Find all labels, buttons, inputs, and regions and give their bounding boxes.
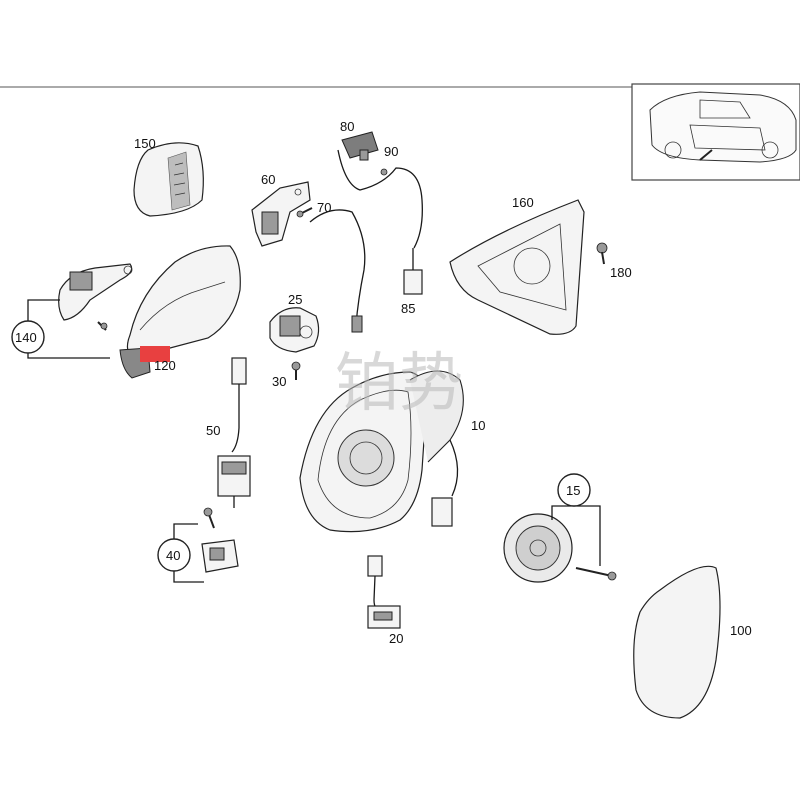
part-85-connector [403, 248, 423, 295]
part-40-switch [201, 507, 239, 573]
label-10: 10 [471, 418, 485, 433]
part-140-turn-signal [58, 263, 133, 321]
car-location-inset [631, 83, 800, 181]
part-50-harness [217, 357, 251, 508]
part-15-adjuster [503, 513, 617, 583]
callout-circle-15 [557, 473, 591, 507]
bolt-140 [97, 321, 108, 331]
part-70-screw [296, 207, 313, 218]
label-30: 30 [272, 374, 286, 389]
part-150-mirror-glass [133, 142, 204, 217]
label-50: 50 [206, 423, 220, 438]
part-60-bracket [251, 181, 311, 247]
highlight-120 [140, 346, 170, 362]
label-160: 160 [512, 195, 534, 210]
label-140: 140 [15, 330, 37, 345]
label-85: 85 [401, 301, 415, 316]
label-15: 15 [566, 483, 580, 498]
part-20-connector [367, 555, 401, 629]
part-25-motor [269, 307, 320, 353]
part-10-mirror-housing [299, 370, 464, 533]
label-60: 60 [261, 172, 275, 187]
label-20: 20 [389, 631, 403, 646]
label-90: 90 [384, 144, 398, 159]
label-40: 40 [166, 548, 180, 563]
part-30-screw [291, 361, 301, 380]
part-180-screw [596, 242, 608, 265]
cable-60 [309, 209, 366, 326]
part-80-sensor [341, 131, 379, 161]
leader-15 [551, 505, 601, 566]
watermark: 铂势 [335, 347, 463, 421]
part-120-housing-cover [119, 245, 241, 379]
label-120: 120 [154, 358, 176, 373]
label-80: 80 [340, 119, 354, 134]
label-100: 100 [730, 623, 752, 638]
label-25: 25 [288, 292, 302, 307]
callout-circle-40 [157, 538, 191, 572]
part-100-mirror-glass [633, 565, 721, 719]
cable-80 [337, 149, 423, 249]
label-180: 180 [610, 265, 632, 280]
car-location-icon [649, 91, 797, 163]
label-150: 150 [134, 136, 156, 151]
callout-circle-140 [11, 320, 45, 354]
part-160-trim [449, 199, 585, 335]
